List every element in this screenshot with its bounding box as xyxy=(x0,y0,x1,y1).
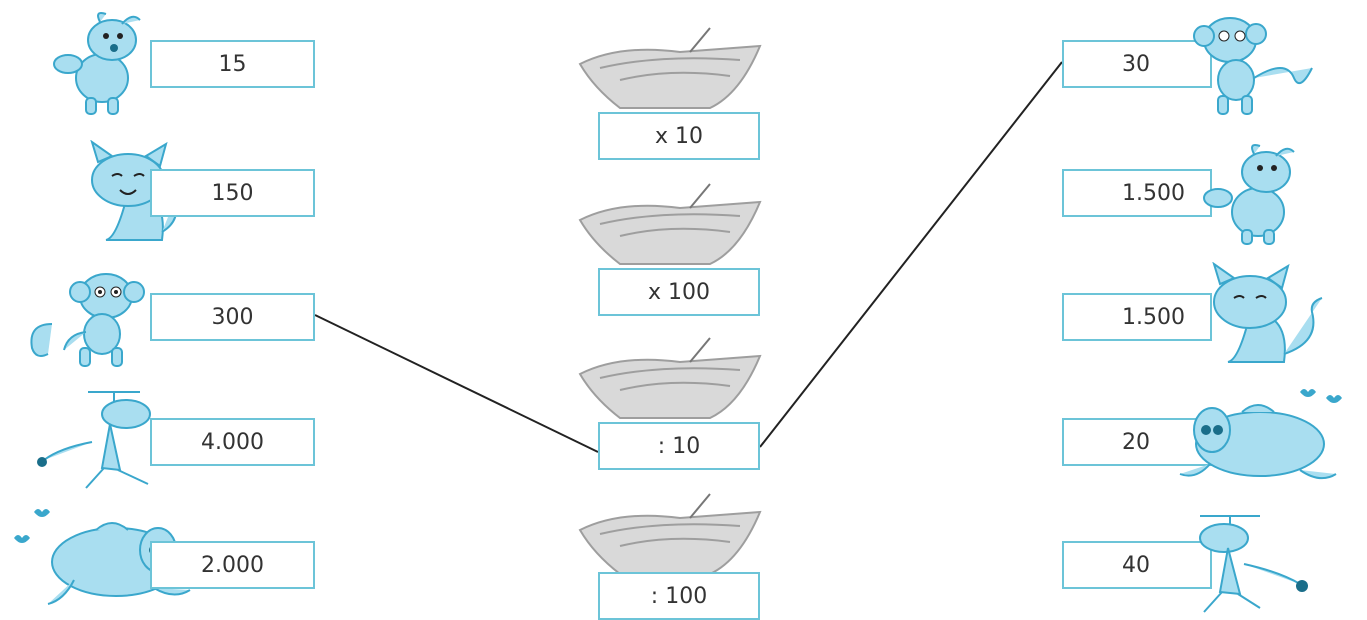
cat-icon xyxy=(1212,262,1323,363)
operator-box-2[interactable]: x 100 xyxy=(598,268,760,316)
monkey-icon xyxy=(30,273,145,367)
boat-icon xyxy=(578,493,762,575)
flying-dog-icon xyxy=(1179,389,1342,480)
boat-icon xyxy=(578,27,762,109)
operator-box-1[interactable]: x 10 xyxy=(598,112,760,160)
flying-dog-icon xyxy=(14,509,191,605)
connector-300-to-div10 xyxy=(314,314,599,453)
left-number-box-1[interactable]: 15 xyxy=(150,40,315,88)
monkey-icon xyxy=(1193,17,1313,115)
boat-icon xyxy=(578,337,762,419)
connector-div10-to-30 xyxy=(759,61,1063,448)
right-number-box-5[interactable]: 40 xyxy=(1062,541,1212,589)
right-number-box-4[interactable]: 20 xyxy=(1062,418,1212,466)
dog-icon xyxy=(53,12,141,115)
boat-icon xyxy=(578,183,762,265)
left-number-box-3[interactable]: 300 xyxy=(150,293,315,341)
propeller-figure-icon xyxy=(1199,515,1308,613)
right-number-box-1[interactable]: 30 xyxy=(1062,40,1212,88)
propeller-figure-icon xyxy=(37,391,151,489)
dog-icon xyxy=(1203,144,1295,245)
left-number-box-2[interactable]: 150 xyxy=(150,169,315,217)
left-number-box-4[interactable]: 4.000 xyxy=(150,418,315,466)
right-number-box-2[interactable]: 1.500 xyxy=(1062,169,1212,217)
left-number-box-5[interactable]: 2.000 xyxy=(150,541,315,589)
operator-box-3[interactable]: : 10 xyxy=(598,422,760,470)
operator-box-4[interactable]: : 100 xyxy=(598,572,760,620)
right-number-box-3[interactable]: 1.500 xyxy=(1062,293,1212,341)
